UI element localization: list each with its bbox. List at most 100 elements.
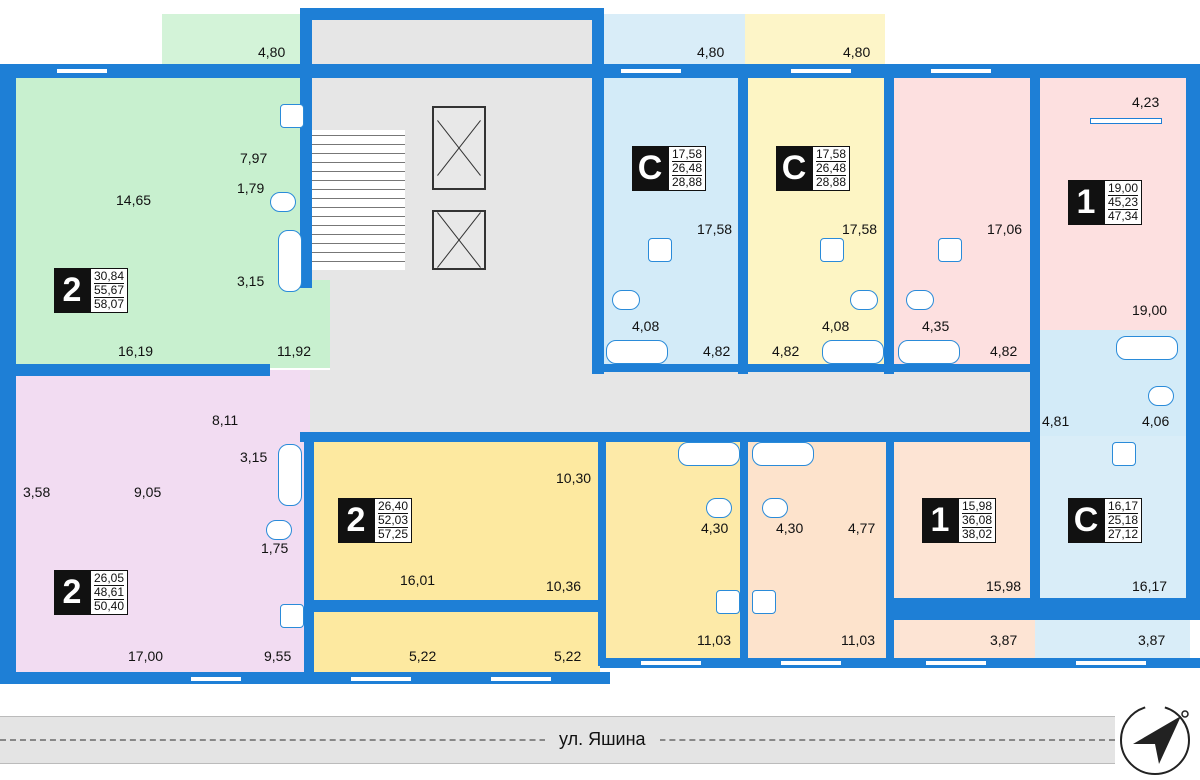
wall-corridor-bottom <box>300 432 1040 442</box>
total-with-balcony: 58,07 <box>94 297 125 311</box>
balcony-green <box>162 14 302 70</box>
window <box>56 68 108 74</box>
total-with-balcony: 57,25 <box>378 527 409 541</box>
apartment-pink <box>890 72 1035 370</box>
wall-h-a7-balcony <box>890 598 1035 620</box>
hall-lower <box>330 280 600 370</box>
total-area: 36,08 <box>962 513 993 528</box>
room-area: 9,05 <box>134 484 162 500</box>
room-area: 4,06 <box>1142 413 1170 429</box>
window <box>350 676 412 682</box>
toilet-icon <box>850 290 878 310</box>
room-area: 8,11 <box>212 412 239 428</box>
room-area: 10,36 <box>546 578 582 594</box>
staircase <box>310 130 405 270</box>
living-area: 26,05 <box>94 571 125 586</box>
compass-icon <box>1120 705 1190 775</box>
apartment-a7 <box>890 436 1035 666</box>
toilet-icon <box>906 290 934 310</box>
room-area: 16,01 <box>400 572 436 588</box>
room-area: 7,97 <box>240 150 268 166</box>
total-with-balcony: 38,02 <box>962 527 993 541</box>
living-area: 17,58 <box>672 147 703 162</box>
room-area: 5,22 <box>554 648 582 664</box>
living-area: 17,58 <box>816 147 847 162</box>
kitchen-peach <box>745 436 890 666</box>
stove-icon <box>938 238 962 262</box>
total-with-balcony: 27,12 <box>1108 527 1139 541</box>
room-area: 4,23 <box>1132 94 1160 110</box>
bathtub-icon <box>278 230 302 292</box>
wall-stair-top <box>300 8 600 20</box>
apartment-a2 <box>600 72 745 370</box>
room-area: 1,75 <box>261 540 289 556</box>
wall-v-1035 <box>1030 64 1040 604</box>
apartment-a3 <box>745 72 890 370</box>
toilet-icon <box>706 498 732 518</box>
apartment-a8 <box>1035 436 1190 666</box>
stove-icon <box>716 590 740 614</box>
wall-bottom-right <box>600 658 1200 668</box>
total-area: 55,67 <box>94 283 125 298</box>
total-area: 52,03 <box>378 513 409 528</box>
room-area: 16,17 <box>1132 578 1168 594</box>
total-area: 48,61 <box>94 585 125 600</box>
stove-icon <box>280 604 304 628</box>
toilet-icon <box>266 520 292 540</box>
window <box>930 68 992 74</box>
total-area: 26,48 <box>672 161 703 176</box>
stove-icon <box>1112 442 1136 466</box>
wall-v-740 <box>738 64 748 374</box>
total-area: 26,48 <box>816 161 847 176</box>
room-area: 4,80 <box>697 44 725 60</box>
apartment-a1 <box>14 72 330 368</box>
stove-icon <box>280 104 304 128</box>
room-area: 17,58 <box>842 221 878 237</box>
wall-right <box>1186 64 1200 604</box>
room-area: 3,87 <box>990 632 1018 648</box>
living-area: 16,17 <box>1108 499 1139 514</box>
bathtub-icon <box>606 340 668 364</box>
window <box>790 68 852 74</box>
stove-icon <box>752 590 776 614</box>
toilet-icon <box>1148 386 1174 406</box>
room-area: 15,98 <box>986 578 1022 594</box>
wall-h-balcony-a6 <box>304 600 600 612</box>
wall-v-745b <box>740 436 748 666</box>
room-count: С <box>776 146 812 191</box>
bathtub-icon <box>752 442 814 466</box>
bathtub-icon <box>822 340 884 364</box>
corridor <box>262 370 1037 436</box>
room-area: 4,30 <box>701 520 729 536</box>
room-area: 4,08 <box>822 318 850 334</box>
toilet-icon <box>762 498 788 518</box>
room-area: 4,81 <box>1042 413 1070 429</box>
room-area: 14,65 <box>116 192 152 208</box>
bathtub-icon <box>1116 336 1178 360</box>
elevator-1 <box>432 106 486 190</box>
total-area: 25,18 <box>1108 513 1139 528</box>
wall-stair-left <box>300 8 312 288</box>
total-with-balcony: 47,34 <box>1108 209 1139 223</box>
bathtub-icon <box>678 442 740 466</box>
room-area: 4,08 <box>632 318 660 334</box>
room-area: 19,00 <box>1132 302 1168 318</box>
street-name: ул. Яшина <box>545 729 660 750</box>
wall-bottom-left <box>0 672 610 684</box>
window <box>640 660 702 666</box>
room-area: 4,77 <box>848 520 876 536</box>
wall-v-890b <box>886 436 894 666</box>
room-count: С <box>1068 498 1104 543</box>
wall-v-600b <box>598 436 606 666</box>
room-area: 5,22 <box>409 648 437 664</box>
room-area: 16,19 <box>118 343 154 359</box>
room-area: 4,82 <box>772 343 800 359</box>
balcony-yellow <box>745 14 885 70</box>
window <box>1075 660 1147 666</box>
room-area: 3,15 <box>240 449 268 465</box>
room-area: 4,80 <box>258 44 286 60</box>
